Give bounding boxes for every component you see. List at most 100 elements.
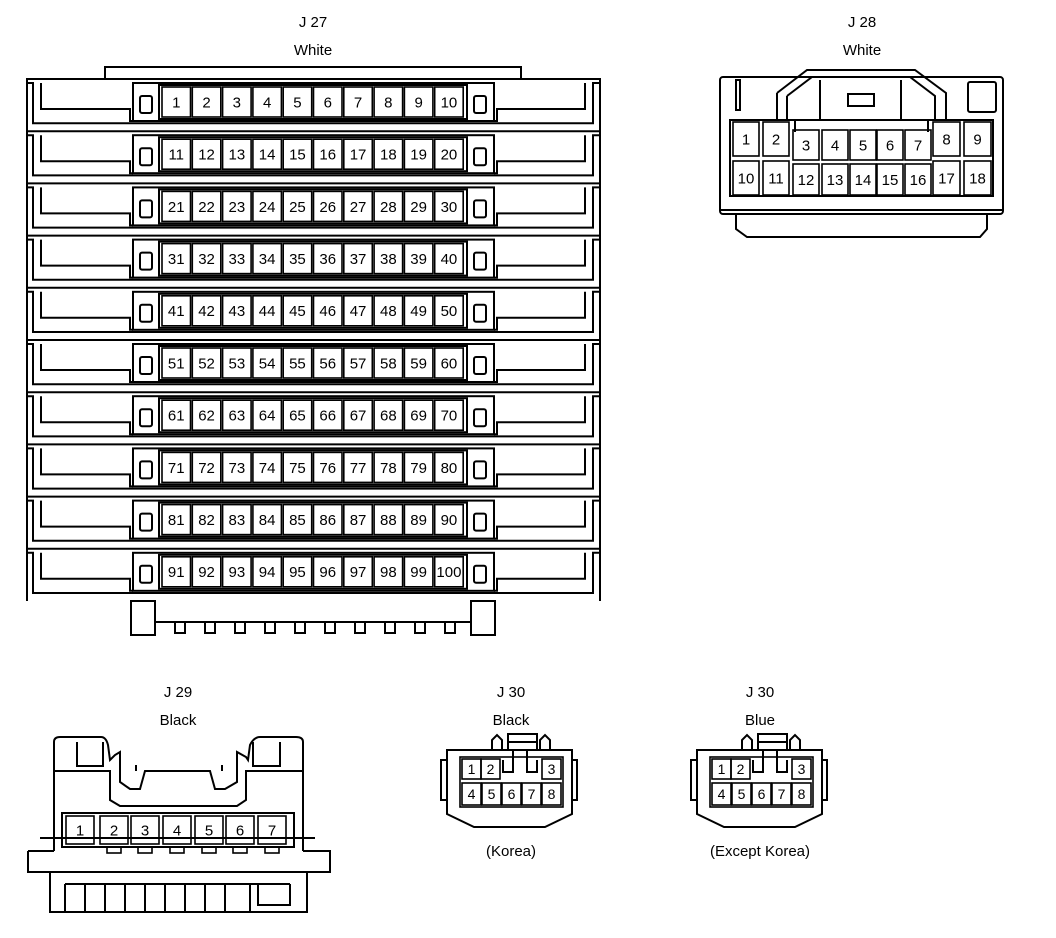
pin-number: 78 bbox=[380, 460, 397, 477]
pin-number: 90 bbox=[441, 512, 458, 529]
pin-cell bbox=[257, 815, 287, 845]
pin-cell bbox=[191, 138, 222, 170]
pin-cell bbox=[792, 163, 820, 196]
pin-cell bbox=[191, 86, 222, 118]
pin-cell bbox=[221, 138, 252, 170]
j30-except-name: J 30 bbox=[745, 684, 775, 701]
pin-cell bbox=[762, 121, 790, 157]
pin-number: 23 bbox=[229, 199, 246, 216]
pin-cell bbox=[461, 782, 482, 806]
pin-number: 49 bbox=[410, 303, 427, 320]
pin-cell bbox=[730, 758, 751, 780]
pin-number: 30 bbox=[441, 199, 458, 216]
pin-number: 93 bbox=[229, 564, 246, 581]
pin-cell bbox=[849, 129, 877, 161]
pin-cell bbox=[904, 129, 932, 161]
pin-cell bbox=[312, 399, 343, 432]
pin-cell bbox=[932, 121, 961, 157]
pin-cell bbox=[403, 451, 434, 484]
j29-name: J 29 bbox=[163, 684, 193, 701]
pin-cell bbox=[342, 138, 374, 170]
pin-cell bbox=[161, 503, 192, 536]
pin-cell bbox=[161, 138, 192, 170]
pin-number: 7 bbox=[528, 786, 536, 802]
pin-number: 82 bbox=[198, 512, 215, 529]
pin-number: 5 bbox=[205, 822, 213, 839]
pin-number: 63 bbox=[229, 408, 246, 425]
pin-cell bbox=[904, 163, 932, 196]
pin-cell bbox=[433, 347, 465, 379]
pin-number: 1 bbox=[172, 94, 180, 111]
j28-color: White bbox=[842, 42, 882, 59]
pin-cell bbox=[191, 451, 222, 484]
pin-number: 22 bbox=[198, 199, 215, 216]
j27-color: White bbox=[293, 42, 333, 59]
pin-cell bbox=[373, 86, 404, 118]
pin-number: 24 bbox=[259, 199, 276, 216]
j30-korea-note: (Korea) bbox=[485, 843, 537, 860]
pin-number: 6 bbox=[758, 786, 766, 802]
pin-cell bbox=[751, 782, 772, 806]
pin-number: 1 bbox=[468, 761, 476, 777]
pin-number: 50 bbox=[441, 303, 458, 320]
pin-cell bbox=[963, 121, 992, 157]
pin-cell bbox=[373, 190, 404, 223]
pin-number: 39 bbox=[410, 251, 427, 268]
pin-number: 97 bbox=[350, 564, 367, 581]
pin-cell bbox=[403, 503, 434, 536]
pin-number: 12 bbox=[798, 172, 815, 189]
pin-cell bbox=[221, 347, 252, 379]
pin-cell bbox=[312, 451, 343, 484]
pin-number: 38 bbox=[380, 251, 397, 268]
pin-number: 43 bbox=[229, 303, 246, 320]
pin-cell bbox=[373, 503, 404, 536]
pin-cell bbox=[252, 242, 283, 275]
pin-number: 37 bbox=[350, 251, 367, 268]
pin-cell bbox=[732, 160, 760, 196]
pin-number: 4 bbox=[263, 94, 271, 111]
pin-cell bbox=[342, 503, 374, 536]
pin-number: 4 bbox=[173, 822, 181, 839]
pin-number: 6 bbox=[508, 786, 516, 802]
pin-number: 96 bbox=[319, 564, 336, 581]
pin-cell bbox=[252, 399, 283, 432]
pin-cell bbox=[161, 294, 192, 327]
pin-number: 57 bbox=[350, 355, 367, 372]
pin-cell bbox=[221, 399, 252, 432]
pin-cell bbox=[403, 399, 434, 432]
pin-cell bbox=[161, 190, 192, 223]
pin-number: 64 bbox=[259, 408, 276, 425]
pin-cell bbox=[876, 163, 904, 196]
pin-number: 8 bbox=[798, 786, 806, 802]
pin-number: 27 bbox=[350, 199, 367, 216]
pin-number: 41 bbox=[168, 303, 185, 320]
j29-color: Black bbox=[159, 712, 197, 729]
pin-number: 56 bbox=[319, 355, 336, 372]
pin-cell bbox=[963, 160, 992, 196]
j29-housing bbox=[27, 736, 331, 913]
pin-cell bbox=[876, 129, 904, 161]
pin-number: 52 bbox=[198, 355, 215, 372]
pin-number: 80 bbox=[441, 460, 458, 477]
pin-number: 21 bbox=[168, 199, 185, 216]
pin-number: 34 bbox=[259, 251, 276, 268]
pin-number: 75 bbox=[289, 460, 306, 477]
pin-cell bbox=[221, 451, 252, 484]
pin-number: 10 bbox=[441, 94, 458, 111]
pin-number: 3 bbox=[802, 137, 810, 154]
pin-cell bbox=[791, 782, 812, 806]
pin-cell bbox=[191, 294, 222, 327]
pin-cell bbox=[221, 86, 252, 118]
pin-cell bbox=[342, 190, 374, 223]
pin-number: 18 bbox=[380, 147, 397, 164]
pin-number: 11 bbox=[768, 170, 784, 187]
pin-cell bbox=[252, 294, 283, 327]
pin-number: 25 bbox=[289, 199, 306, 216]
pin-cell bbox=[732, 121, 760, 157]
pin-cell bbox=[541, 782, 562, 806]
pin-number: 87 bbox=[350, 512, 367, 529]
pin-cell bbox=[282, 242, 313, 275]
pin-cell bbox=[65, 815, 95, 845]
pin-number: 31 bbox=[168, 251, 185, 268]
pin-number: 92 bbox=[198, 564, 215, 581]
